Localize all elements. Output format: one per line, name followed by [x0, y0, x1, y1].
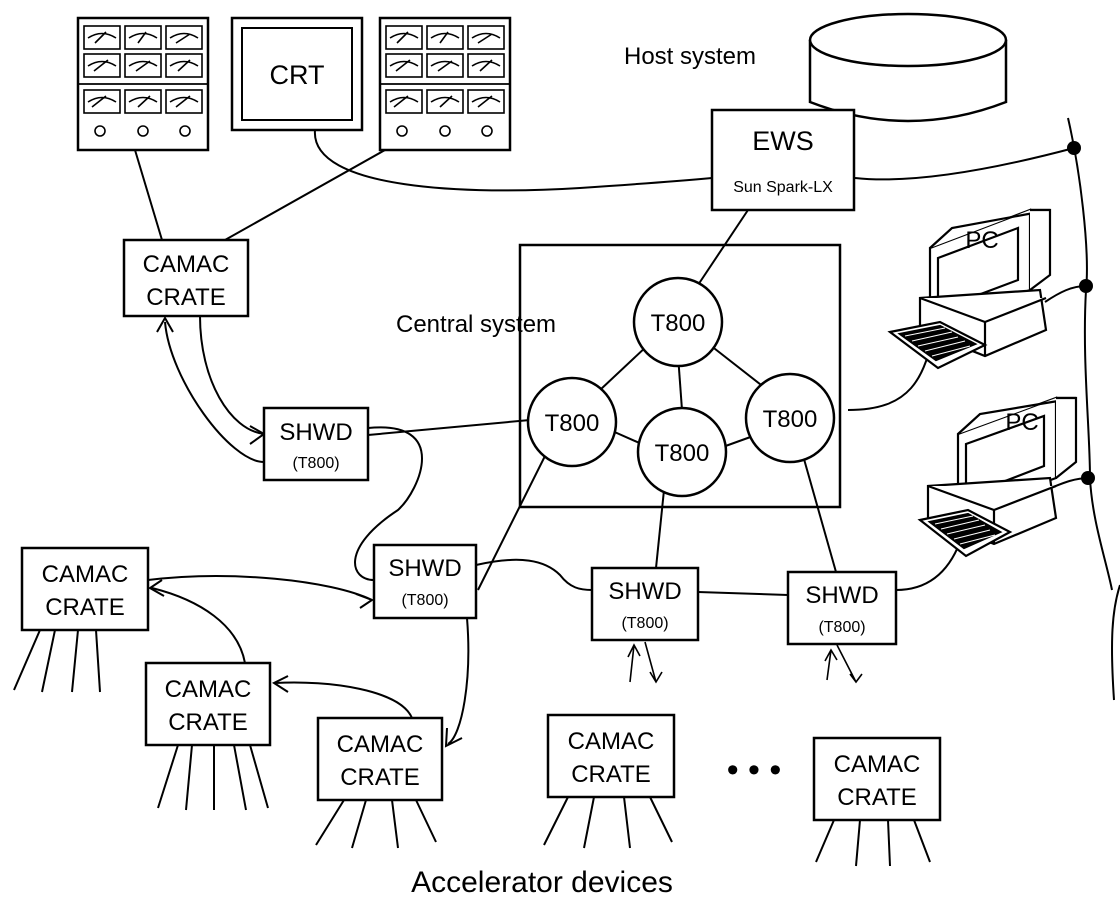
camac-fr-line1: CAMAC	[834, 751, 921, 778]
link-panel1-camac	[134, 149, 163, 241]
camac-left-device-lines	[13, 629, 101, 693]
camac-ml-device-lines	[157, 744, 269, 811]
link-t800left-shwd2	[477, 449, 549, 591]
link-ews-t800top	[697, 209, 749, 286]
ews-workstation: EWS Sun Spark-LX	[710, 108, 856, 212]
camac-ml-line1: CAMAC	[165, 676, 252, 703]
camac-crate-right-center: CAMAC CRATE	[543, 713, 676, 849]
link-camac-top-shwd1-a	[199, 315, 265, 435]
link-t800right-shwd4	[801, 451, 837, 573]
link-t800top-right	[709, 344, 766, 389]
camac-top-line1: CAMAC	[143, 251, 230, 278]
arrowhead-shwd1	[249, 425, 266, 445]
camac-crate-center: CAMAC CRATE	[315, 716, 444, 849]
shwd-4: SHWD (T800)	[786, 570, 898, 646]
central-system-boundary	[518, 243, 842, 509]
shwd-3-label: SHWD	[608, 578, 681, 605]
t800-top-label: T800	[651, 310, 706, 337]
camac-top-line2: CRATE	[146, 284, 226, 311]
link-camac-ml-left	[151, 587, 246, 664]
ews-label: EWS	[752, 126, 814, 156]
link-t800top-left	[599, 344, 649, 391]
camac-fr-device-lines	[815, 819, 931, 867]
camac-rc-line2: CRATE	[571, 761, 651, 788]
ews-model-label: Sun Spark-LX	[733, 179, 833, 196]
camac-center-line2: CRATE	[340, 764, 420, 791]
link-ews-bus	[854, 147, 1075, 181]
t800-top: T800	[632, 276, 724, 368]
t800-middle: T800	[636, 406, 728, 498]
link-shwd3-shwd4	[697, 591, 789, 596]
link-shwd2-camac-center	[447, 617, 470, 745]
arrow-down-shwd4	[836, 644, 863, 684]
bus-junction-ews	[1067, 141, 1081, 155]
shwd-1: SHWD (T800)	[262, 406, 370, 482]
camac-crate-mid-left: CAMAC CRATE	[144, 661, 272, 811]
camac-rc-device-lines	[543, 796, 673, 849]
link-shwd1-shwd2	[354, 426, 423, 581]
camac-rc-line1: CAMAC	[568, 728, 655, 755]
pc-top: PC	[887, 208, 1052, 370]
camac-fr-line2: CRATE	[837, 784, 917, 811]
shwd-3: SHWD (T800)	[590, 566, 700, 642]
link-camac-left-shwd2	[147, 575, 373, 601]
arrowhead-shwd2	[355, 593, 375, 609]
crt-label: CRT	[269, 60, 324, 90]
t800-left: T800	[526, 376, 618, 468]
shwd-3-sub: (T800)	[621, 615, 668, 632]
pc-bottom-label: PC	[1005, 409, 1038, 436]
camac-crate-far-right: CAMAC CRATE	[812, 736, 942, 867]
shwd-2-sub: (T800)	[401, 592, 448, 609]
ellipsis-label: • • •	[727, 751, 782, 789]
network-bus	[1067, 117, 1113, 591]
arrow-down-shwd3	[644, 641, 663, 684]
camac-left-line1: CAMAC	[42, 561, 129, 588]
arrowhead-camac-ml	[271, 675, 289, 693]
accelerator-devices-label: Accelerator devices	[411, 866, 673, 899]
camac-crate-left: CAMAC CRATE	[13, 546, 150, 693]
central-system-label: Central system	[396, 311, 556, 338]
shwd-1-label: SHWD	[279, 419, 352, 446]
shwd-4-sub: (T800)	[818, 619, 865, 636]
t800-right-label: T800	[763, 406, 818, 433]
link-camac-top-shwd1-b	[164, 321, 265, 463]
camac-crate-top: CAMAC CRATE	[122, 238, 250, 318]
camac-left-line2: CRATE	[45, 594, 125, 621]
arrowhead-camac-center	[444, 727, 463, 748]
camac-center-device-lines	[315, 799, 437, 849]
crt-monitor: CRT	[230, 16, 364, 132]
meter-panel-right	[378, 16, 512, 152]
t800-middle-label: T800	[655, 440, 710, 467]
network-bus-lower	[1111, 584, 1120, 701]
meter-panel-left	[76, 16, 210, 152]
pc-top-label: PC	[965, 227, 998, 254]
host-database	[808, 12, 1008, 123]
link-camac-center-ml	[274, 681, 413, 719]
arrow-up-shwd3	[627, 643, 641, 683]
link-crt-ews	[313, 129, 713, 192]
t800-right: T800	[744, 372, 836, 464]
arrowhead-camac-top	[156, 315, 174, 333]
shwd-1-sub: (T800)	[292, 455, 339, 472]
shwd-2-label: SHWD	[388, 555, 461, 582]
shwd-2: SHWD (T800)	[372, 543, 478, 620]
link-panel2-camac	[224, 149, 386, 241]
bus-junction-pc1	[1079, 279, 1093, 293]
bus-junction-pc2	[1081, 471, 1095, 485]
t800-left-label: T800	[545, 410, 600, 437]
link-shwd4-pc2	[895, 541, 961, 591]
link-t800mid-shwd3	[655, 489, 665, 569]
arrow-up-shwd4	[824, 648, 838, 681]
shwd-4-label: SHWD	[805, 582, 878, 609]
link-t800left-shwd1	[367, 419, 531, 436]
camac-ml-line2: CRATE	[168, 709, 248, 736]
host-system-label: Host system	[624, 43, 756, 70]
camac-center-line1: CAMAC	[337, 731, 424, 758]
pc-bottom: PC	[917, 396, 1078, 558]
link-shwd2-shwd3	[475, 558, 593, 591]
arrowhead-camac-left	[148, 579, 165, 597]
